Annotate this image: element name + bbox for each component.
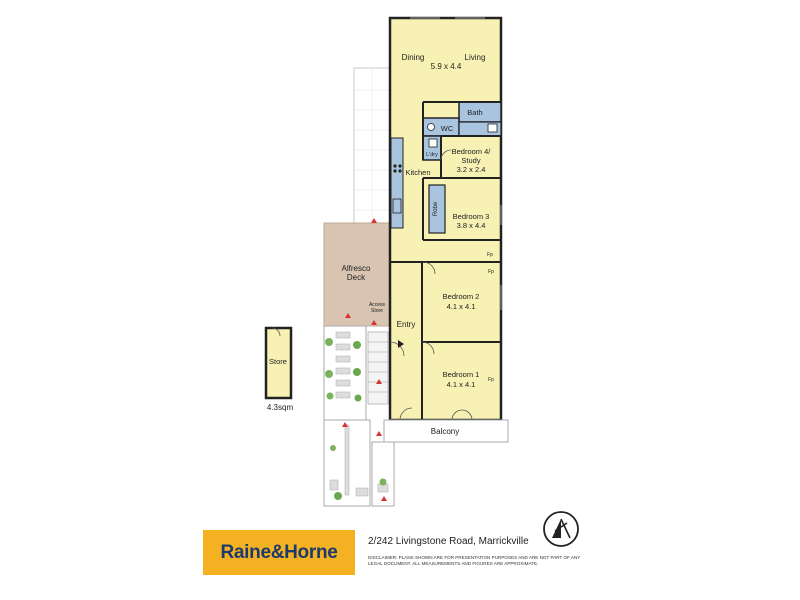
store-room bbox=[264, 326, 293, 400]
brand-name: Raine&Horne bbox=[220, 541, 338, 563]
stair-icon bbox=[367, 331, 389, 405]
robe-area bbox=[428, 184, 446, 234]
label-store: Store bbox=[269, 357, 287, 366]
window-marks bbox=[410, 17, 502, 310]
entry-arrow-icon bbox=[398, 340, 404, 348]
label-bedroom2-size: 4.1 x 4.1 bbox=[447, 302, 476, 311]
label-access-line2: Store bbox=[371, 308, 383, 314]
label-robe: Robe bbox=[433, 201, 439, 216]
label-bedroom3-size: 3.8 x 4.4 bbox=[457, 221, 486, 230]
plant-icon bbox=[325, 338, 387, 500]
label-bath: Bath bbox=[467, 108, 482, 117]
alfresco-deck bbox=[323, 222, 391, 327]
label-bedroom4-line2: Study bbox=[461, 156, 480, 165]
direction-arrow-icon bbox=[342, 218, 387, 501]
brand-logo: Raine&Horne bbox=[203, 530, 355, 575]
washer-icon bbox=[428, 138, 438, 148]
basin-icon bbox=[487, 123, 498, 133]
label-dining-living-size: 5.9 x 4.4 bbox=[431, 62, 462, 71]
label-kitchen: Kitchen bbox=[405, 168, 430, 177]
label-bedroom4-line1: Bedroom 4/ bbox=[452, 147, 492, 156]
label-bedroom1: Bedroom 1 bbox=[443, 370, 480, 379]
label-bedroom2: Bedroom 2 bbox=[443, 292, 480, 301]
label-balcony: Balcony bbox=[431, 427, 459, 436]
interior-walls bbox=[390, 101, 501, 420]
label-alfresco-line1: Alfresco bbox=[342, 264, 371, 273]
balcony bbox=[383, 419, 509, 443]
store-door-swing bbox=[271, 327, 281, 337]
label-fireplace-bed3: Fp bbox=[487, 252, 493, 258]
label-living: Living bbox=[465, 53, 486, 62]
property-address: 2/242 Livingstone Road, Marrickville bbox=[368, 536, 529, 547]
label-fireplace-bed1: Fp bbox=[488, 377, 494, 383]
disclaimer-text: DISCLAIMER: PLANS SHOWN ARE FOR PRESENTA… bbox=[368, 555, 581, 566]
sink-icon bbox=[392, 198, 402, 214]
cooktop-icon bbox=[393, 164, 402, 173]
label-bedroom4-size: 3.2 x 2.4 bbox=[457, 165, 486, 174]
north-arrow-icon bbox=[543, 511, 579, 547]
toilet-icon bbox=[427, 123, 435, 131]
path-pavers bbox=[329, 424, 389, 497]
label-entry: Entry bbox=[397, 320, 416, 329]
driveway-strip bbox=[371, 441, 395, 507]
label-access-line1: Access bbox=[369, 302, 386, 308]
label-dining: Dining bbox=[402, 53, 425, 62]
label-laundry: L'dry bbox=[426, 152, 438, 158]
label-bedroom3: Bedroom 3 bbox=[453, 212, 490, 221]
kitchen-bench bbox=[390, 137, 404, 229]
label-alfresco-line2: Deck bbox=[347, 273, 366, 282]
door-swings bbox=[389, 149, 473, 421]
walkway-tiles bbox=[354, 68, 390, 223]
label-bedroom1-size: 4.1 x 4.1 bbox=[447, 380, 476, 389]
label-fireplace-bed2: Fp bbox=[488, 269, 494, 275]
label-wc: WC bbox=[441, 124, 454, 133]
stepping-stones bbox=[335, 331, 351, 399]
label-store-area: 4.3sqm bbox=[267, 403, 294, 412]
